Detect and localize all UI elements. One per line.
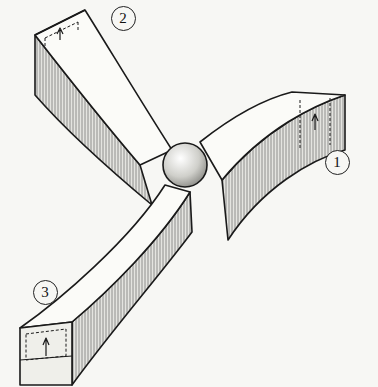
- arm-top-face: [200, 92, 345, 180]
- callout-number: 3: [41, 285, 49, 300]
- callout-number: 1: [333, 155, 341, 170]
- port-face: [20, 322, 72, 385]
- callout-number: 2: [119, 11, 127, 26]
- junction-post: [163, 143, 207, 187]
- callout-circle: 1: [325, 150, 350, 175]
- callout-circle: 2: [111, 6, 136, 31]
- arm-top-face: [20, 185, 190, 328]
- callout-circle: 3: [33, 280, 58, 305]
- arm-top-face: [35, 10, 172, 165]
